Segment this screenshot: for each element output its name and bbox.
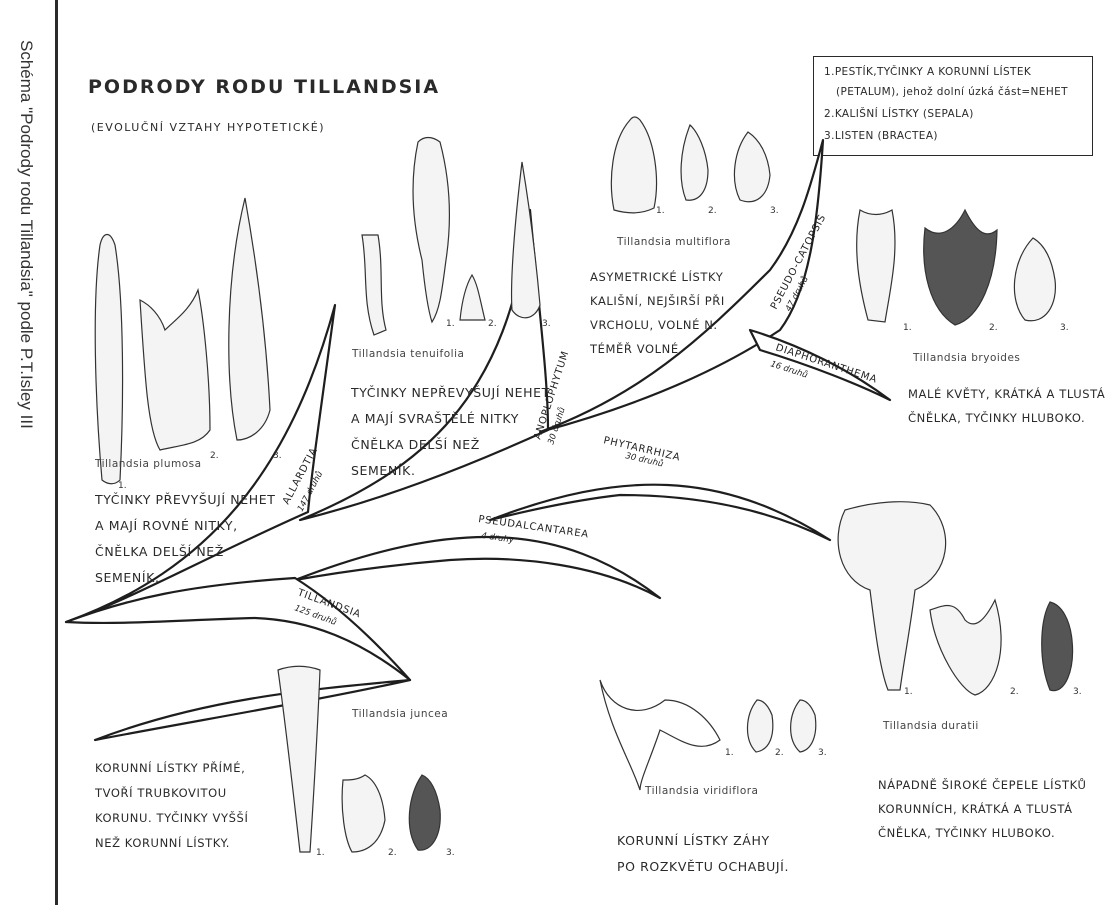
duratii-sepals-2 [930,600,1001,695]
desc-diaphoranthema-line: ČNĚLKA, TYČINKY HLUBOKO. [908,406,1105,430]
bryoides-drawings [857,210,1056,325]
plumosa-num-3: 3. [273,451,282,461]
desc-allardtia: TYČINKY PŘEVYŠUJÍ NEHET A MAJÍ ROVNÉ NIT… [95,487,275,591]
desc-anoplophytum-line: TYČINKY NEPŘEVYŠUJÍ NEHET [351,380,550,406]
tenuifolia-num-2: 2. [488,319,497,329]
desc-tillandsia-line: KORUNNÍ LÍSTKY PŘÍMÉ, [95,756,248,781]
desc-phytarrhiza-line: NÁPADNĚ ŠIROKÉ ČEPELE LÍSTKŮ [878,773,1087,797]
juncea-petal-1 [278,666,320,852]
duratii-drawings [838,502,1072,695]
desc-tillandsia: KORUNNÍ LÍSTKY PŘÍMÉ, TVOŘÍ TRUBKOVITOU … [95,756,248,856]
viridiflora-num-1: 1. [725,748,734,758]
plumosa-sepals-2 [140,290,210,450]
bryoides-flower-1 [857,210,895,322]
multiflora-bract-3 [734,132,770,202]
desc-pseudocatopsis-line: TÉMĚŘ VOLNÉ. [590,337,725,361]
viridiflora-bract-3 [791,700,816,752]
bryoides-sepals-2 [924,210,997,325]
desc-diaphoranthema-line: MALÉ KVĚTY, KRÁTKÁ A TLUSTÁ [908,382,1105,406]
plumosa-bract-3 [229,198,270,440]
multiflora-sepal-2 [681,125,708,200]
desc-allardtia-line: TYČINKY PŘEVYŠUJÍ NEHET [95,487,275,513]
duratii-num-1: 1. [904,687,913,697]
desc-pseudocatopsis-line: VRCHOLU, VOLNÉ N. [590,313,725,337]
multiflora-num-1: 1. [656,206,665,216]
species-juncea: Tillandsia juncea [352,708,448,720]
desc-pseudocatopsis-line: ASYMETRICKÉ LÍSTKY [590,265,725,289]
viridiflora-sepal-2 [747,700,772,752]
tenuifolia-sepals-2 [460,275,485,320]
desc-anoplophytum-line: A MAJÍ SVRAŠTĚLÉ NITKY [351,406,550,432]
desc-tillandsia-line: NEŽ KORUNNÍ LÍSTKY. [95,831,248,856]
multiflora-num-3: 3. [770,206,779,216]
juncea-num-1: 1. [316,848,325,858]
species-tenuifolia: Tillandsia tenuifolia [352,348,464,360]
desc-allardtia-line: ČNĚLKA DELŠÍ NEŽ [95,539,275,565]
duratii-num-2: 2. [1010,687,1019,697]
viridiflora-num-2: 2. [775,748,784,758]
plumosa-petal-1 [95,234,122,483]
juncea-drawings [278,666,440,852]
duratii-bract-3 [1042,602,1073,691]
species-plumosa: Tillandsia plumosa [95,458,202,470]
multiflora-petal-1 [611,117,656,213]
viridiflora-num-3: 3. [818,748,827,758]
desc-phytarrhiza-line: ČNĚLKA, TYČINKY HLUBOKO. [878,821,1087,845]
bryoides-bract-3 [1014,238,1055,321]
species-multiflora: Tillandsia multiflora [617,236,731,248]
juncea-sepals-2 [342,775,385,852]
branch-pseudalcantarea-shape [295,537,660,598]
desc-tillandsia-line: TVOŘÍ TRUBKOVITOU [95,781,248,806]
tenuifolia-stem [362,235,386,335]
desc-pseudalcantarea-line: KORUNNÍ LÍSTKY ZÁHY [617,828,789,854]
multiflora-num-2: 2. [708,206,717,216]
desc-tillandsia-line: KORUNU. TYČINKY VYŠŠÍ [95,806,248,831]
duratii-petal-1 [838,502,946,690]
desc-anoplophytum-line: ČNĚLKA DELŠÍ NEŽ [351,432,550,458]
plumosa-drawings [95,198,270,484]
desc-diaphoranthema: MALÉ KVĚTY, KRÁTKÁ A TLUSTÁ ČNĚLKA, TYČI… [908,382,1105,430]
tenuifolia-num-3: 3. [542,319,551,329]
juncea-num-2: 2. [388,848,397,858]
viridiflora-flower-1 [600,680,720,790]
branch-tillandsia-shape [66,578,410,680]
desc-phytarrhiza-line: KORUNNÍCH, KRÁTKÁ A TLUSTÁ [878,797,1087,821]
bryoides-num-2: 2. [989,323,998,333]
bryoides-num-3: 3. [1060,323,1069,333]
bryoides-num-1: 1. [903,323,912,333]
viridiflora-drawings [600,680,816,790]
desc-pseudalcantarea: KORUNNÍ LÍSTKY ZÁHY PO ROZKVĚTU OCHABUJÍ… [617,828,789,880]
multiflora-drawings [611,117,770,213]
juncea-bract-3 [409,775,440,850]
species-viridiflora: Tillandsia viridiflora [645,785,759,797]
species-duratii: Tillandsia duratii [883,720,979,732]
desc-pseudocatopsis-line: KALIŠNÍ, NEJŠIRŠÍ PŘI [590,289,725,313]
desc-allardtia-line: SEMENÍK. [95,565,275,591]
tenuifolia-bract-3 [512,162,540,318]
desc-pseudocatopsis: ASYMETRICKÉ LÍSTKY KALIŠNÍ, NEJŠIRŠÍ PŘI… [590,265,725,361]
desc-pseudalcantarea-line: PO ROZKVĚTU OCHABUJÍ. [617,854,789,880]
desc-allardtia-line: A MAJÍ ROVNÉ NITKY, [95,513,275,539]
desc-anoplophytum: TYČINKY NEPŘEVYŠUJÍ NEHET A MAJÍ SVRAŠTĚ… [351,380,550,484]
desc-phytarrhiza: NÁPADNĚ ŠIROKÉ ČEPELE LÍSTKŮ KORUNNÍCH, … [878,773,1087,845]
desc-anoplophytum-line: SEMENÍK. [351,458,550,484]
juncea-num-3: 3. [446,848,455,858]
tenuifolia-drawings [362,138,540,336]
tenuifolia-petal-1 [413,138,449,323]
duratii-num-3: 3. [1073,687,1082,697]
tenuifolia-num-1: 1. [446,319,455,329]
plumosa-num-2: 2. [210,451,219,461]
species-bryoides: Tillandsia bryoides [913,352,1020,364]
